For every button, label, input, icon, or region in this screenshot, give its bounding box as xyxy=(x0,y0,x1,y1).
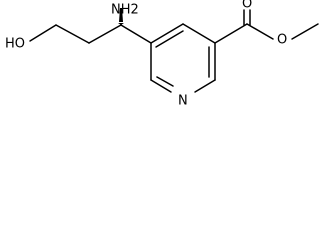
bond-o-c1 xyxy=(29,24,57,42)
ring-bond-5 xyxy=(150,79,172,93)
bond-c3-ring xyxy=(120,24,152,44)
ring-bond-1-double xyxy=(155,30,184,48)
amine-label: NH2 xyxy=(111,3,139,18)
ring-bond-2 xyxy=(182,23,216,44)
hydroxyl-label: HO xyxy=(5,37,25,52)
bond-ring-carbonyl xyxy=(214,23,248,44)
carbonyl-oxygen-label: O xyxy=(242,0,252,12)
ring-bond-4 xyxy=(194,79,216,93)
wedge-bond-nh2 xyxy=(118,23,124,25)
bond-c1-c2 xyxy=(55,24,90,44)
bond-c2-c3 xyxy=(88,24,122,44)
ring-bond-5-double xyxy=(156,76,174,87)
ring-nitrogen-label: N xyxy=(178,94,188,109)
bond-ester-o-methyl xyxy=(291,23,319,40)
wedge-bond-nh2-body xyxy=(119,8,123,22)
ester-oxygen-label: O xyxy=(277,33,287,48)
molecule-diagram: HO NH2 N O O xyxy=(5,0,319,109)
ring-bond-1 xyxy=(150,23,184,44)
bond-carbonyl-ester-o xyxy=(246,23,274,40)
structure-svg: HO NH2 N O O xyxy=(5,0,319,109)
